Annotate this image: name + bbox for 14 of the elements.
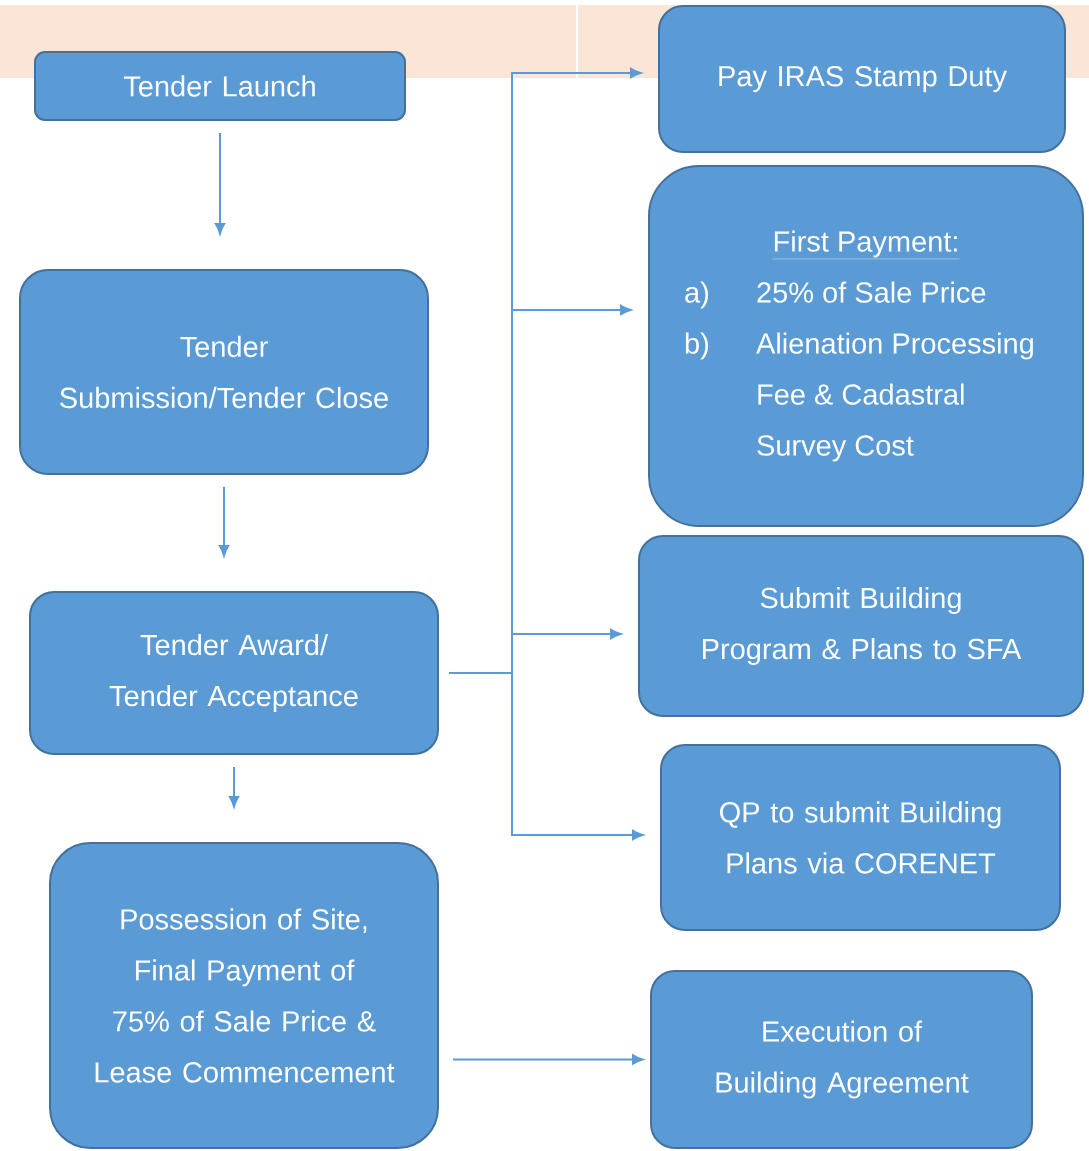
process-box: Possession of Site, Final Payment of 75% of Sale Price & Lease Commencement <box>49 842 439 1149</box>
process-box: Submit Building Program & Plans to SFA <box>638 535 1084 717</box>
process-box: Tender Submission/Tender Close <box>19 269 429 475</box>
arrow <box>214 132 226 235</box>
process-box: Tender Launch <box>34 51 406 121</box>
arrow <box>218 486 230 557</box>
arrow <box>228 766 240 808</box>
process-box: Execution of Building Agreement <box>650 970 1033 1149</box>
process-box: First Payment: a) 25% of Sale Price b) Alienation Processing Fee & Cadastral Survey Cost <box>648 165 1084 527</box>
arrow <box>452 1054 644 1065</box>
process-box: QP to submit Building Plans via CORENET <box>660 744 1061 931</box>
process-box: Pay IRAS Stamp Duty <box>658 5 1066 153</box>
process-box: Tender Award/ Tender Acceptance <box>29 591 439 755</box>
arrow <box>448 672 644 841</box>
